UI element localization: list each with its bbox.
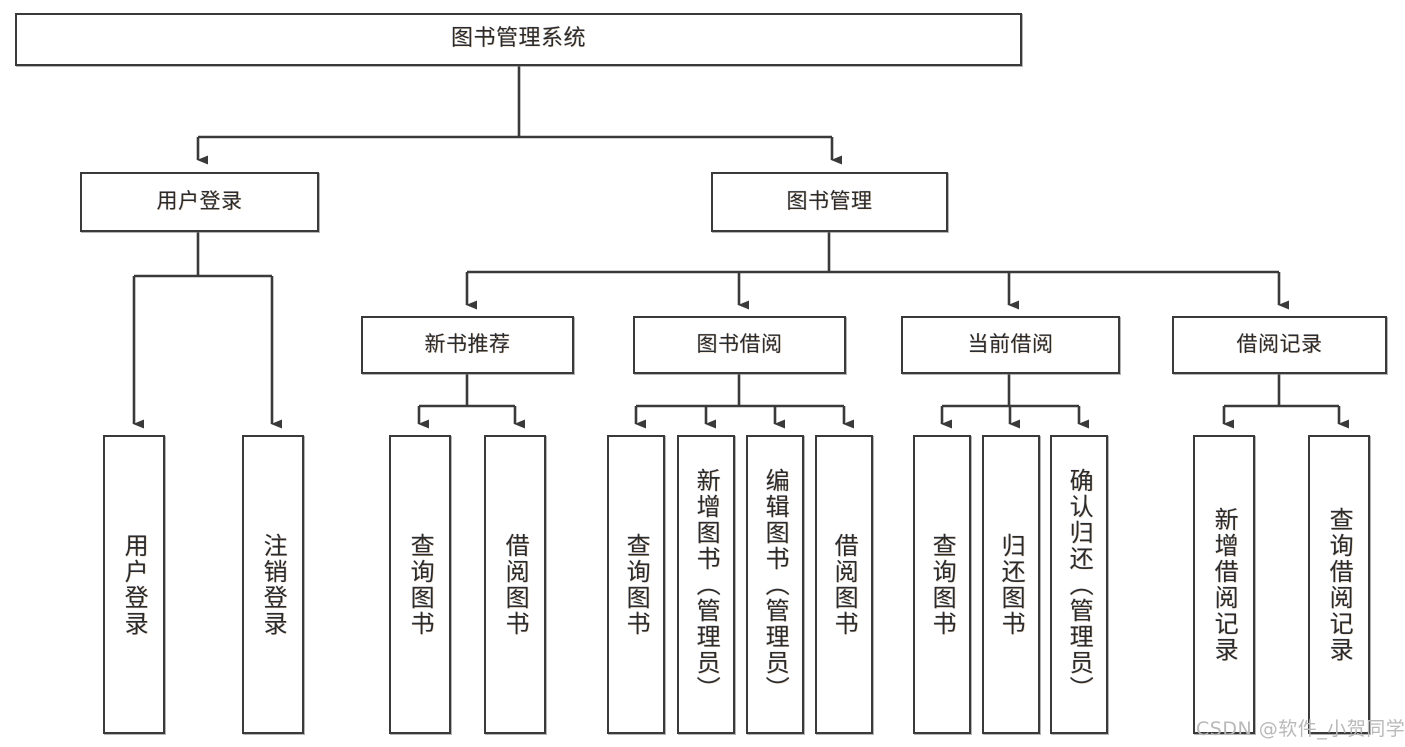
node-label: 用户登录 [156,189,243,214]
node-label: 图书管理系统 [450,26,586,52]
node-leaf-borrow-book-recommend[interactable]: 借阅图书 [484,435,546,734]
node-label: 查询图书 [928,532,957,637]
node-label: 编辑图书（管理员） [761,467,790,702]
node-leaf-add-book-admin[interactable]: 新增图书（管理员） [677,435,735,734]
node-leaf-user-login[interactable]: 用户登录 [103,435,165,734]
node-label: 借阅记录 [1236,332,1323,357]
node-borrow-record[interactable]: 借阅记录 [1172,316,1387,374]
node-leaf-logout[interactable]: 注销登录 [242,435,304,734]
node-current-borrow[interactable]: 当前借阅 [901,316,1120,374]
node-leaf-confirm-return-admin[interactable]: 确认归还（管理员） [1050,435,1108,734]
node-leaf-query-borrow-record[interactable]: 查询借阅记录 [1308,435,1370,734]
node-label: 查询图书 [622,532,651,637]
node-label: 借阅图书 [501,532,530,637]
node-label: 新增图书（管理员） [692,467,721,702]
node-label: 归还图书 [997,532,1026,637]
node-leaf-query-book-borrow[interactable]: 查询图书 [607,435,665,734]
node-label: 新增借阅记录 [1210,506,1239,663]
node-leaf-edit-book-admin[interactable]: 编辑图书（管理员） [746,435,804,734]
node-label: 查询图书 [406,532,435,637]
csdn-watermark: CSDN @软件_小贺同学 [1196,718,1405,740]
node-leaf-query-book-current[interactable]: 查询图书 [913,435,971,734]
node-label: 图书管理 [786,189,873,214]
node-user-login[interactable]: 用户登录 [80,172,319,232]
node-book-management[interactable]: 图书管理 [711,172,948,232]
node-label: 确认归还（管理员） [1065,467,1094,702]
node-label: 注销登录 [259,532,288,637]
node-new-book-recommend[interactable]: 新书推荐 [361,316,574,374]
node-label: 图书借阅 [696,332,783,357]
node-label: 用户登录 [120,532,149,637]
node-label: 当前借阅 [967,332,1054,357]
node-leaf-add-borrow-record[interactable]: 新增借阅记录 [1193,435,1255,734]
node-label: 查询借阅记录 [1325,506,1354,663]
node-book-borrow[interactable]: 图书借阅 [633,316,846,374]
node-label: 新书推荐 [424,332,511,357]
node-leaf-query-book-recommend[interactable]: 查询图书 [389,435,451,734]
node-root-book-management-system[interactable]: 图书管理系统 [15,13,1022,66]
node-leaf-borrow-book[interactable]: 借阅图书 [815,435,873,734]
node-leaf-return-book[interactable]: 归还图书 [982,435,1040,734]
node-label: 借阅图书 [830,532,859,637]
